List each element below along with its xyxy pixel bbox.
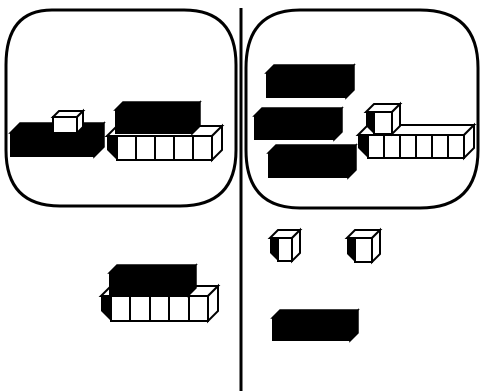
left-top-dark-block-on-row	[115, 102, 200, 134]
right-top-dark-block-3	[268, 145, 356, 178]
right-top-single-cube	[366, 104, 400, 134]
left-bottom-dark-block	[109, 265, 196, 296]
right-bottom-cube-1	[270, 230, 300, 261]
right-top-dark-block-1	[266, 65, 354, 98]
left-top-single-cube	[53, 111, 83, 133]
right-bottom-cube-2	[347, 230, 380, 262]
right-bottom-dark-block	[272, 310, 358, 341]
right-top-dark-block-2	[254, 108, 342, 140]
